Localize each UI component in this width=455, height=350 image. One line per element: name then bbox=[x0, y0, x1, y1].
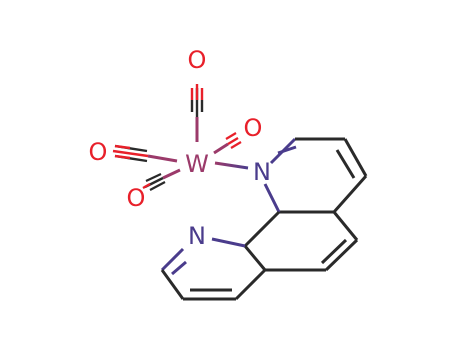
oxygen-atom-top: O bbox=[188, 46, 207, 74]
bond bbox=[324, 238, 359, 272]
c-o-bond bbox=[227, 136, 239, 146]
bond bbox=[332, 175, 368, 213]
bond bbox=[343, 138, 368, 177]
w-n1-bond bbox=[214, 161, 249, 170]
nitrogen-atom-2: N bbox=[188, 222, 206, 250]
bond bbox=[243, 245, 267, 271]
carbonyl-top bbox=[190, 84, 204, 142]
c-o-bond bbox=[112, 149, 149, 158]
c-n1-bond bbox=[263, 183, 281, 213]
carbonyl-right bbox=[213, 132, 242, 155]
w-c-bond bbox=[162, 168, 181, 180]
bond bbox=[332, 211, 359, 241]
phenanthroline-ligand bbox=[160, 137, 368, 301]
c-n2-bond bbox=[211, 237, 246, 248]
oxygen-atom-right: O bbox=[244, 114, 263, 142]
bond bbox=[243, 210, 281, 248]
nitrogen-atom-1: N bbox=[253, 158, 271, 186]
bond bbox=[335, 149, 356, 179]
carbonyl-lower bbox=[142, 168, 181, 191]
w-c-bond bbox=[147, 154, 178, 163]
n2-c-bond bbox=[160, 247, 185, 272]
bond bbox=[320, 238, 348, 265]
oxygen-atom-lower: O bbox=[127, 184, 146, 212]
tungsten-atom: W bbox=[185, 150, 209, 178]
oxygen-atom-left: O bbox=[89, 138, 108, 166]
carbonyl-left bbox=[112, 144, 178, 163]
bond bbox=[234, 268, 267, 301]
bond bbox=[160, 269, 185, 300]
w-c-bond bbox=[213, 142, 229, 155]
